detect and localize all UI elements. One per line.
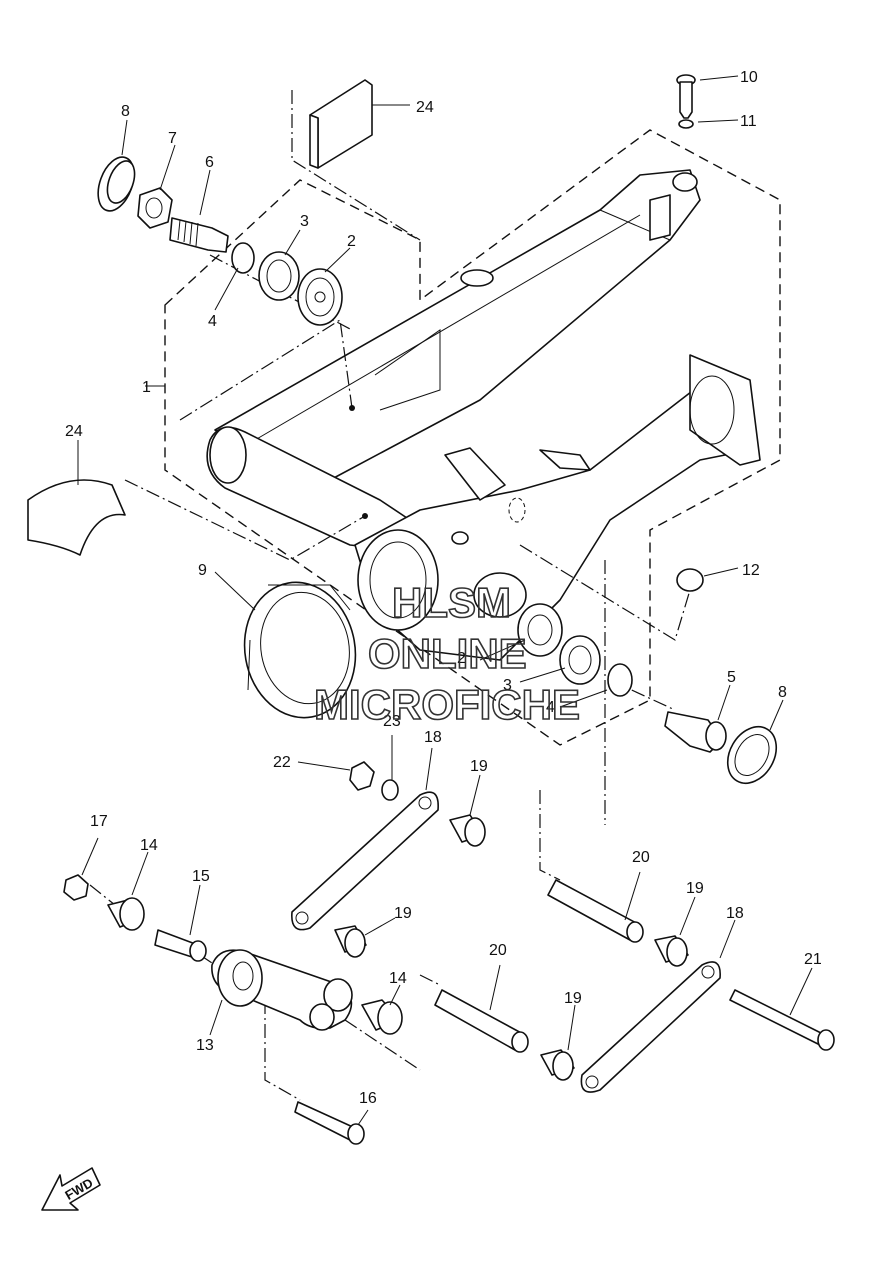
watermark-line1: HLSM [392, 579, 511, 626]
collar-19-b [334, 925, 367, 958]
callout-6: 6 [205, 154, 214, 171]
boot-9 [243, 581, 357, 719]
callout-24-lower: 24 [65, 423, 83, 440]
centerline-guard-lower [124, 479, 366, 561]
callout-20-lower: 20 [489, 942, 507, 959]
connecting-rod-18-upper [291, 791, 439, 931]
washer-11 [678, 119, 694, 129]
collar-14-b [361, 999, 403, 1035]
washer-23 [381, 779, 399, 801]
callout-5: 5 [727, 669, 736, 686]
centerline-collar [344, 974, 441, 1071]
leader-lines [77, 75, 813, 1126]
swingarm [206, 169, 761, 661]
callout-18-lower: 18 [726, 905, 744, 922]
collar-19-a [449, 814, 486, 847]
nut-17 [63, 874, 89, 901]
assembly-outline [164, 129, 781, 746]
oil-seal-3-upper [258, 251, 300, 301]
cap-12 [676, 568, 704, 592]
callout-16: 16 [359, 1090, 377, 1107]
callout-2-lower: 2 [457, 650, 466, 667]
callout-24-upper: 24 [416, 99, 434, 116]
callout-labels: 8 7 6 3 2 4 1 24 10 11 24 9 12 5 8 2 3 4… [65, 69, 822, 1107]
watermark-line2: ONLINE [368, 630, 527, 677]
callout-13: 13 [196, 1037, 214, 1054]
collar-15 [154, 929, 207, 962]
collar-4-lower [607, 663, 633, 697]
pivot-shaft-6 [169, 217, 229, 253]
callout-19-d: 19 [564, 990, 582, 1007]
callout-17: 17 [90, 813, 108, 830]
callout-19-b: 19 [394, 905, 412, 922]
callout-3-upper: 3 [300, 213, 309, 230]
bearing-2-upper [297, 268, 343, 326]
oil-seal-3-lower [559, 635, 601, 685]
lock-nut-8-upper [97, 156, 136, 212]
chain-guard-upper [291, 79, 421, 241]
callout-20-upper: 20 [632, 849, 650, 866]
watermark-line3: MICROFICHE [314, 681, 580, 728]
collar-19-c [654, 935, 689, 967]
bolt-10 [676, 74, 696, 119]
callout-4-lower: 4 [546, 699, 555, 716]
callout-8-upper: 8 [121, 103, 130, 120]
nut-22 [349, 761, 375, 791]
bolt-21 [729, 989, 835, 1051]
callout-8-lower: 8 [778, 684, 787, 701]
nut-7 [137, 187, 173, 229]
callout-22: 22 [273, 754, 291, 771]
callout-7: 7 [168, 130, 177, 147]
collar-20-upper [547, 879, 644, 943]
callout-21: 21 [804, 951, 822, 968]
callout-1: 1 [142, 379, 151, 396]
callout-2-upper: 2 [347, 233, 356, 250]
callout-23: 23 [383, 713, 401, 730]
watermark: HLSM ONLINE MICROFICHE [313, 578, 581, 729]
callout-19-c: 19 [686, 880, 704, 897]
collar-20-lower [434, 989, 529, 1053]
centerline-right-pivot [519, 544, 691, 641]
fwd-arrow-icon: FWD [41, 1167, 101, 1211]
callout-4-upper: 4 [208, 313, 217, 330]
callout-11: 11 [740, 113, 757, 130]
callout-3-lower: 3 [503, 677, 512, 694]
callout-19-a: 19 [470, 758, 488, 775]
chain-guard-lower [27, 479, 126, 556]
callout-10: 10 [740, 69, 758, 86]
collar-4-upper [231, 242, 255, 274]
callout-14-a: 14 [140, 837, 158, 854]
connecting-rod-18-lower [580, 961, 721, 1093]
lock-nut-8-lower [726, 725, 778, 785]
callout-14-b: 14 [389, 970, 407, 987]
bearing-2-lower [517, 603, 563, 657]
callout-12: 12 [742, 562, 760, 579]
bolt-16 [294, 1101, 365, 1145]
relay-arm-13 [211, 949, 353, 1031]
pivot-shaft-5 [664, 711, 727, 753]
callout-18-upper: 18 [424, 729, 442, 746]
collar-14-a [107, 897, 145, 931]
callout-15: 15 [192, 868, 210, 885]
centerline-pivot [179, 318, 353, 421]
callout-9: 9 [198, 562, 207, 579]
centerline-relay [264, 1000, 301, 1101]
centerline-link [539, 560, 606, 881]
collar-19-d [540, 1049, 575, 1081]
